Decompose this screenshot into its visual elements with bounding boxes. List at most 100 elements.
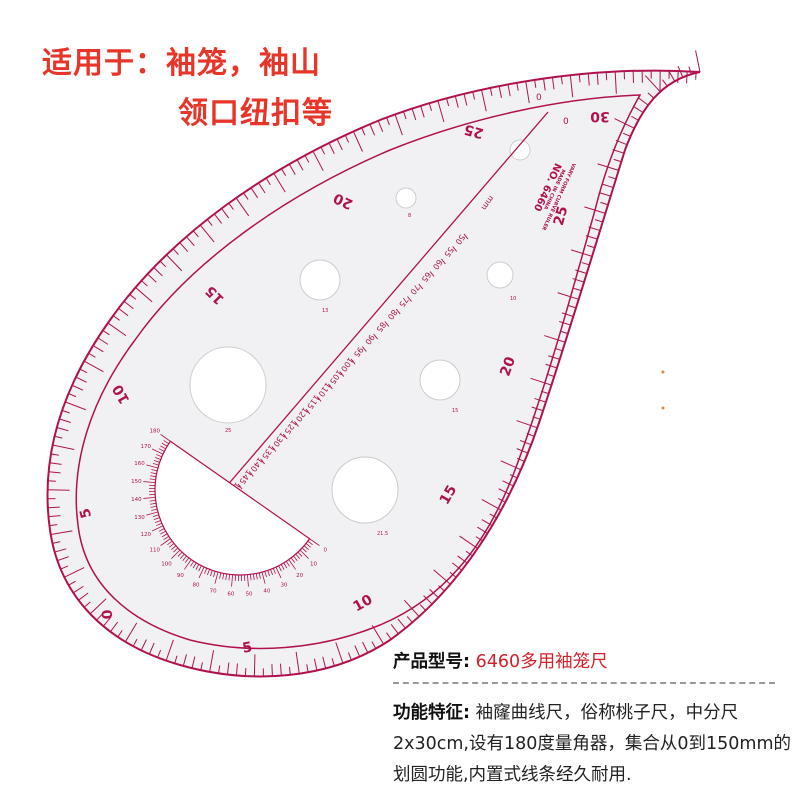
zero-mark-2: 0 xyxy=(563,117,569,127)
tick-mark xyxy=(54,548,67,553)
tick-mark xyxy=(586,244,595,249)
tick-mark xyxy=(557,292,579,300)
protractor-tick xyxy=(143,497,156,499)
protractor-label: 140 xyxy=(131,497,142,503)
tick-mark xyxy=(551,77,555,90)
protractor-tick xyxy=(160,445,166,450)
tick-mark xyxy=(52,444,75,450)
tick-mark xyxy=(377,120,384,133)
protractor-tick xyxy=(293,555,298,561)
ruler-inner-edge xyxy=(75,94,642,650)
protractor-tick xyxy=(295,553,301,559)
protractor-tick xyxy=(182,555,187,561)
tick-mark xyxy=(60,565,69,570)
protractor-tick xyxy=(173,547,179,553)
tick-mark xyxy=(584,206,606,214)
protractor-tick xyxy=(149,499,156,502)
tick-mark xyxy=(123,300,134,310)
tick-mark xyxy=(420,105,425,118)
protractor-tick xyxy=(261,572,266,584)
tick-mark xyxy=(157,649,162,658)
tick-mark xyxy=(147,273,157,283)
tick-mark xyxy=(258,182,266,194)
center-tick xyxy=(271,446,277,452)
tick-mark xyxy=(498,86,502,98)
tick-mark xyxy=(68,580,76,586)
tick-mark xyxy=(573,287,582,292)
ruler-outline xyxy=(46,69,701,678)
center-tick xyxy=(282,433,288,440)
center-tick xyxy=(441,258,446,265)
protractor-tick xyxy=(255,573,258,580)
tick-mark xyxy=(500,460,522,471)
protractor-tick xyxy=(160,434,171,442)
circle-hole xyxy=(299,259,341,301)
tick-mark xyxy=(386,117,390,126)
tick-mark xyxy=(71,384,84,391)
tick-mark xyxy=(354,645,361,657)
tick-mark xyxy=(182,654,187,667)
tick-mark xyxy=(498,497,506,503)
tick-mark xyxy=(534,79,537,88)
protractor-tick xyxy=(179,553,185,559)
tick-mark xyxy=(320,146,326,155)
tick-mark xyxy=(96,614,103,621)
scale-ticks xyxy=(47,50,701,677)
tick-mark xyxy=(575,269,587,275)
protractor-tick xyxy=(198,565,202,572)
tick-mark xyxy=(531,406,544,412)
tick-mark xyxy=(614,71,617,94)
protractor-tick xyxy=(213,571,216,578)
protractor-tick xyxy=(160,538,171,546)
tick-mark xyxy=(79,368,88,374)
protractor-tick xyxy=(195,564,200,570)
tick-mark xyxy=(218,665,221,674)
tick-mark xyxy=(481,519,493,527)
tick-mark xyxy=(288,666,291,675)
tick-mark xyxy=(507,84,511,97)
tick-mark xyxy=(328,142,335,154)
center-scale-line xyxy=(224,111,549,489)
hole-size-label: 10 xyxy=(510,296,516,302)
center-tick xyxy=(373,333,378,340)
protractor-label: 100 xyxy=(161,562,172,568)
tick-mark xyxy=(89,598,107,615)
tick-mark xyxy=(213,213,223,224)
tick-mark xyxy=(118,307,129,317)
center-tick xyxy=(395,308,401,315)
tick-mark xyxy=(140,639,147,651)
tick-mark xyxy=(686,71,688,84)
tick-mark xyxy=(107,322,127,337)
tick-mark xyxy=(322,656,327,669)
tick-mark xyxy=(166,254,183,272)
protractor-tick xyxy=(270,569,273,576)
protractor-tick xyxy=(285,561,290,567)
orange-dot xyxy=(661,370,665,374)
feature-label: 功能特征: xyxy=(393,703,470,723)
tick-mark xyxy=(419,604,427,611)
tick-mark xyxy=(206,219,213,227)
headline-line-2: 领口纽扣等 xyxy=(178,96,333,131)
tick-mark xyxy=(540,390,549,395)
tick-mark xyxy=(403,111,407,120)
tick-mark xyxy=(516,420,538,429)
protractor-tick xyxy=(288,559,296,570)
tick-mark xyxy=(235,663,238,676)
circle-hole xyxy=(419,359,461,401)
protractor-label: 150 xyxy=(131,479,142,485)
hole-size-label: 21.5 xyxy=(377,531,388,537)
tick-mark xyxy=(50,453,59,456)
protractor-tick xyxy=(309,538,320,546)
tick-mark xyxy=(102,616,112,627)
protractor-cutout xyxy=(154,440,311,576)
tick-mark xyxy=(52,541,61,544)
protractor-tick xyxy=(299,549,309,559)
center-tick xyxy=(248,471,254,477)
tick-mark xyxy=(403,599,420,617)
tick-mark xyxy=(489,87,493,96)
tick-mark xyxy=(561,312,574,317)
protractor-label: 180 xyxy=(150,428,161,434)
center-tick xyxy=(429,271,435,277)
protractor-tick xyxy=(158,528,165,532)
protractor-tick xyxy=(150,505,157,508)
